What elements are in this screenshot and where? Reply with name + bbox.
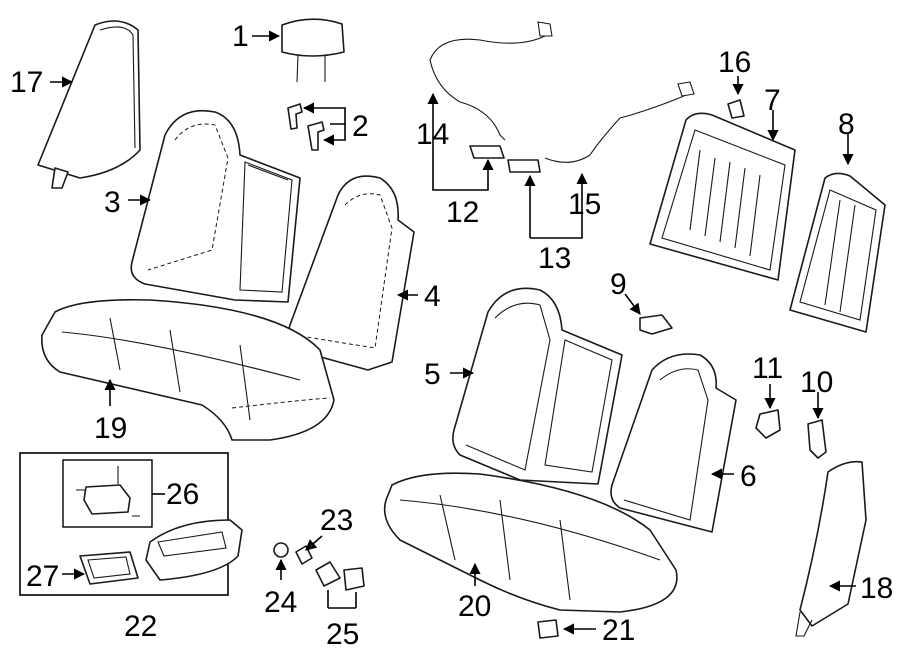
callout-20: 20 (458, 590, 491, 623)
callout-24: 24 (264, 586, 297, 619)
part-3-left-seatback (130, 109, 301, 303)
part-16-clip (727, 99, 745, 119)
part-15-harness (544, 81, 695, 163)
callout-5: 5 (424, 358, 441, 391)
part-5-seatback (452, 287, 623, 485)
leader-lines (50, 30, 856, 635)
callout-8: 8 (838, 108, 855, 141)
callout-19: 19 (94, 412, 127, 445)
part-21-clip (537, 619, 559, 639)
part-26-cupholder-bracket (76, 466, 140, 517)
callout-9: 9 (610, 268, 627, 301)
callout-1: 1 (232, 20, 249, 53)
callout-16: 16 (718, 46, 751, 79)
callout-23: 23 (320, 504, 353, 537)
part-9-bracket (639, 314, 673, 335)
part-11-bracket (755, 409, 781, 439)
callout-6: 6 (740, 460, 757, 493)
part-27-cupholder (79, 551, 139, 585)
callout-13: 13 (538, 242, 571, 275)
part-18-side-trim (795, 460, 867, 637)
part-7-seatback-frame (649, 112, 796, 281)
part-8-seatback-frame (789, 172, 886, 333)
callout-21: 21 (602, 614, 635, 647)
callout-4: 4 (424, 280, 441, 313)
part-19-seat-cushion (41, 298, 335, 441)
callout-15: 15 (568, 188, 601, 221)
part-14-harness (429, 21, 553, 141)
callout-22: 22 (124, 610, 157, 643)
part-20-seat-cushion (383, 472, 678, 613)
part-25-cover (315, 561, 365, 591)
callout-7: 7 (764, 84, 781, 117)
callout-labels: 1 2 3 4 5 6 7 8 9 10 11 12 13 14 15 16 1… (10, 20, 893, 651)
callout-25: 25 (326, 618, 359, 651)
callout-11: 11 (752, 352, 783, 385)
part-23-clip (295, 545, 313, 565)
callout-3: 3 (104, 186, 121, 219)
part-24-grommet (273, 542, 289, 558)
part-13-harness-clip (507, 159, 541, 173)
callout-14: 14 (416, 118, 449, 151)
callout-2: 2 (352, 110, 369, 143)
callout-10: 10 (800, 366, 833, 399)
part-12-harness-clip (469, 145, 505, 159)
part-17-side-bolster (37, 20, 141, 189)
part-2-bolts (287, 103, 325, 151)
part-6-seatback (610, 353, 737, 533)
part-armrest (145, 519, 243, 581)
callout-27: 27 (26, 560, 59, 593)
part-1-headrest (281, 18, 345, 83)
callout-17: 17 (10, 66, 43, 99)
callout-12: 12 (446, 196, 479, 229)
part-10-bracket (807, 419, 827, 459)
callout-26: 26 (166, 478, 199, 511)
callout-18: 18 (860, 572, 893, 605)
